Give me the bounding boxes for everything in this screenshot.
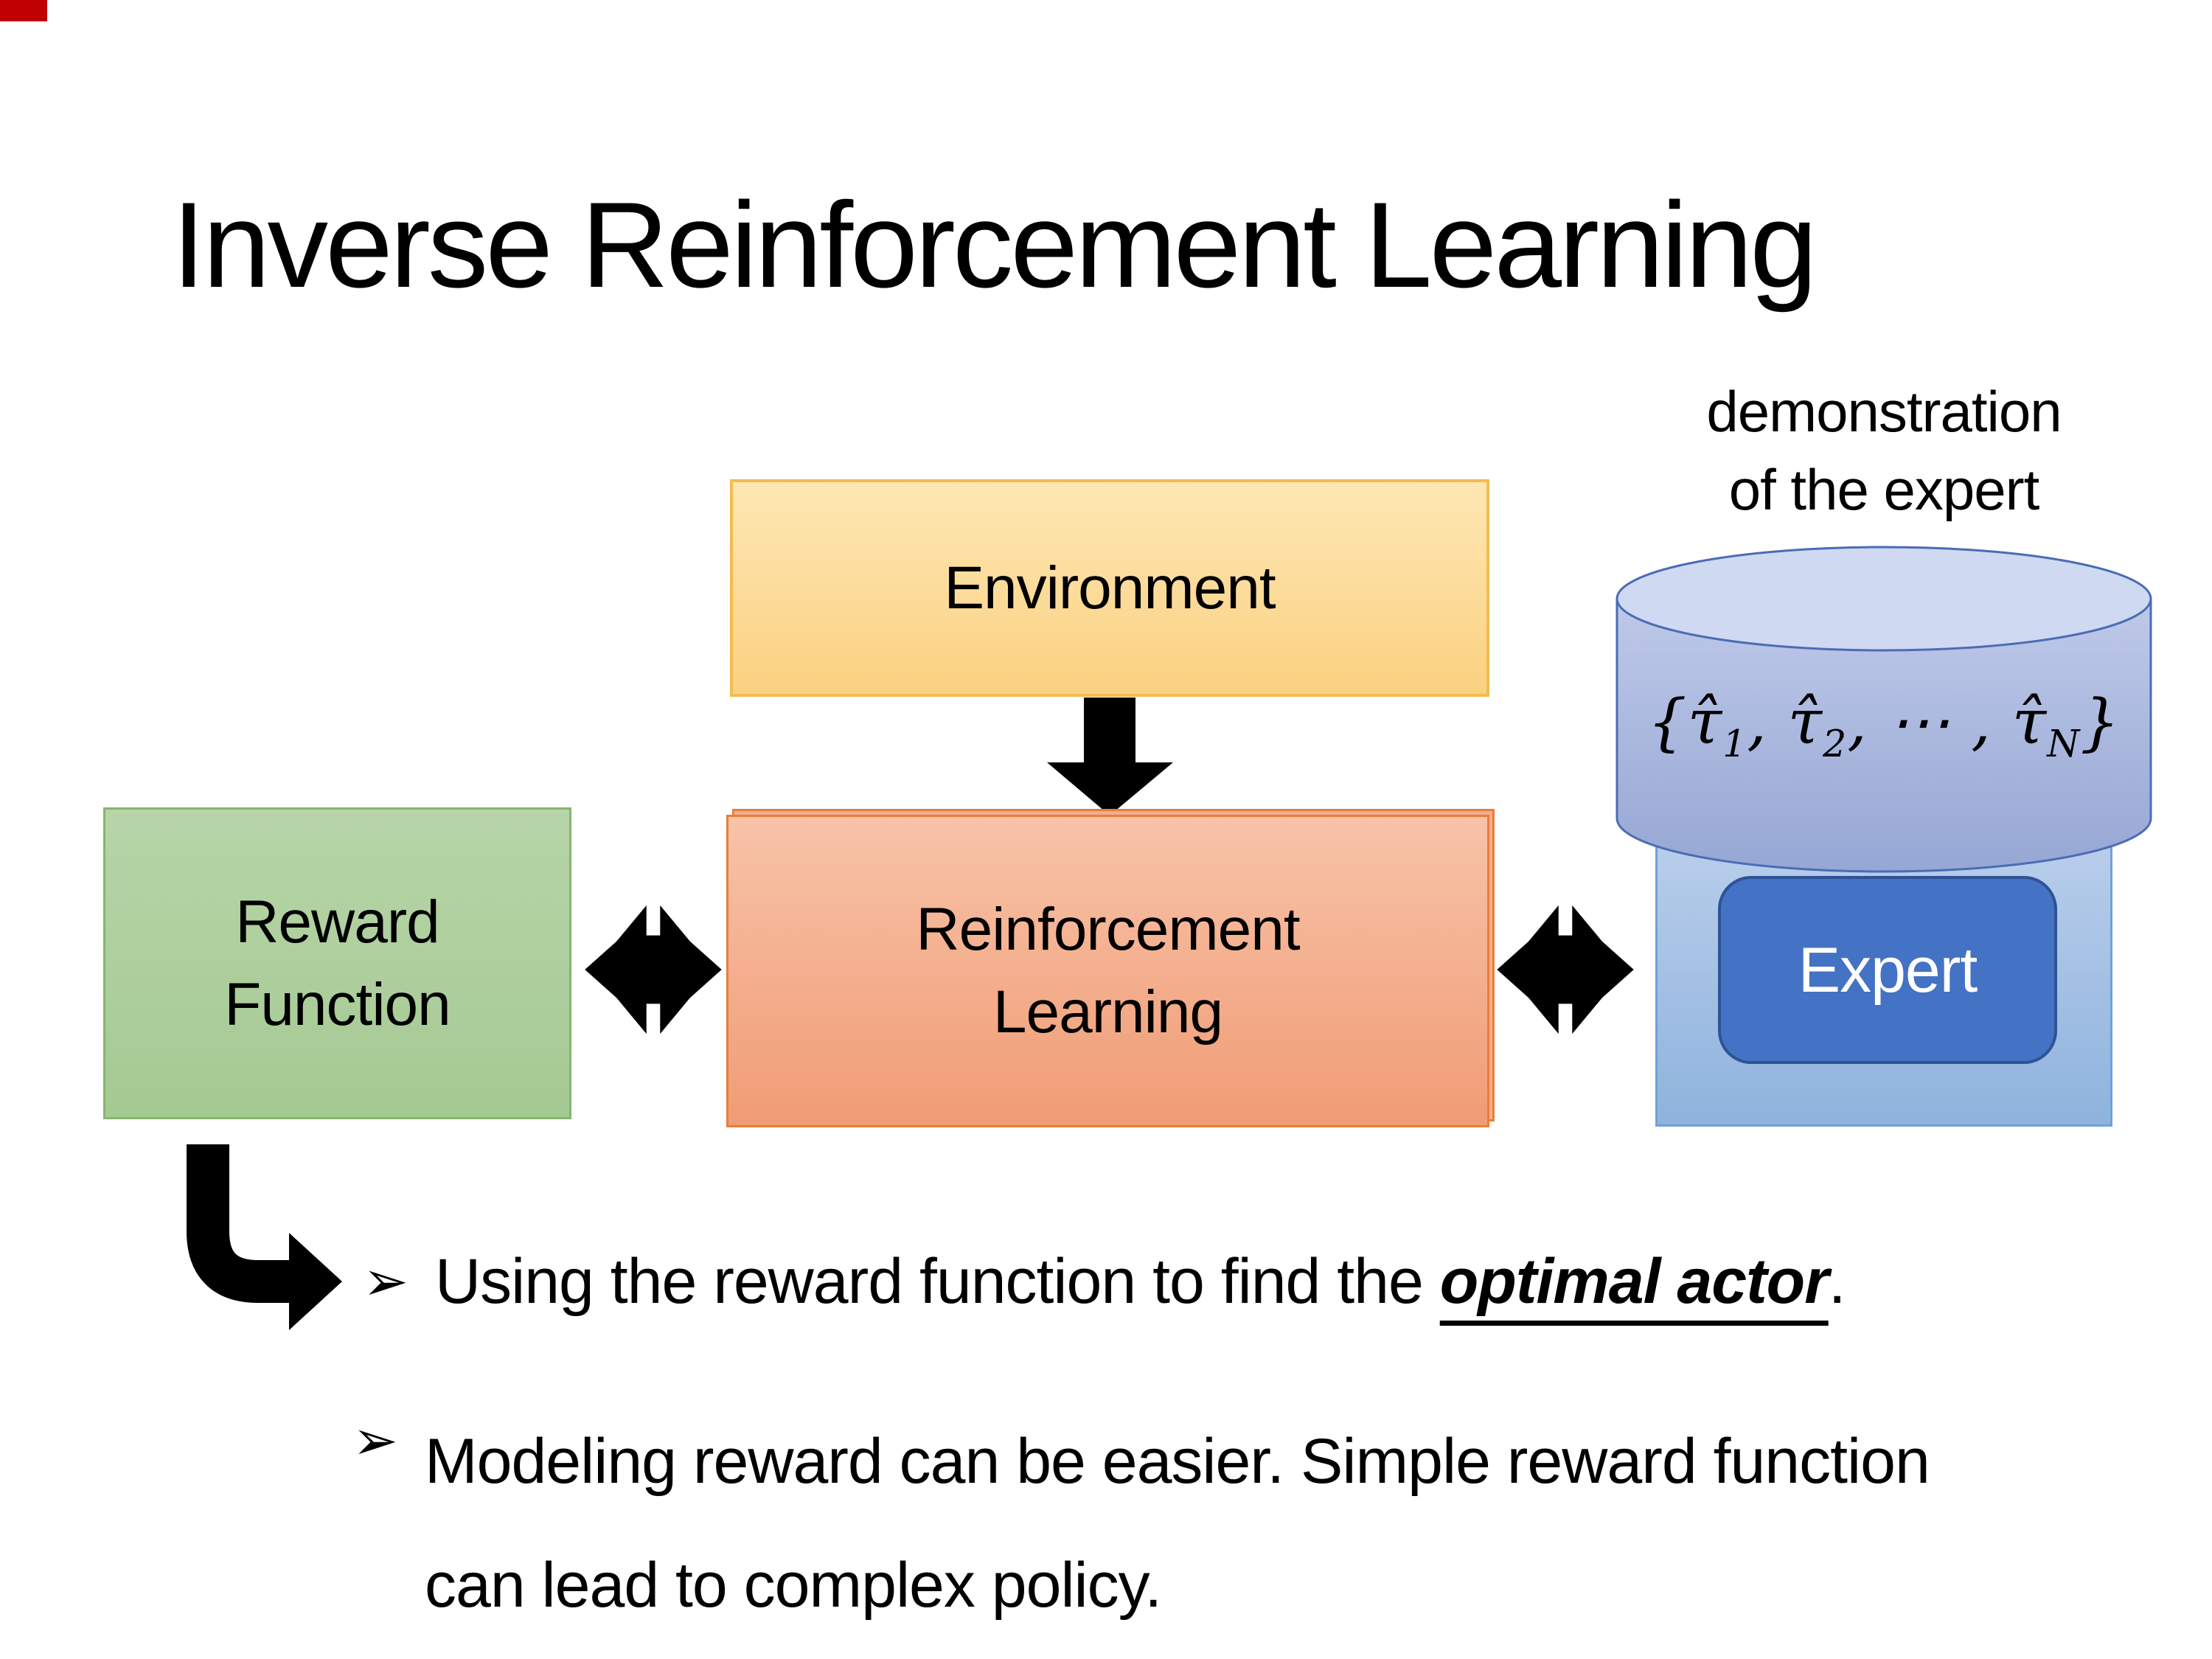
bullet-item-2: ➢ Modeling reward can be easier. Simple … bbox=[352, 1399, 2011, 1647]
down-arrow-icon bbox=[1047, 698, 1173, 815]
reward-label-line2: Function bbox=[224, 970, 451, 1038]
red-corner-mark bbox=[0, 0, 47, 21]
demonstration-label: demonstration of the expert bbox=[1600, 372, 2168, 529]
bullet-arrow-icon: ➢ bbox=[363, 1251, 408, 1312]
bullet-1-after: . bbox=[1828, 1246, 1846, 1317]
demonstration-label-line1: demonstration bbox=[1706, 379, 2062, 444]
reinforcement-learning-box: Reinforcement Learning bbox=[726, 815, 1489, 1127]
reward-label: Reward Function bbox=[224, 881, 451, 1046]
trajectory-formula: {τ̂1, τ̂2, ⋯ , τ̂N} bbox=[1647, 686, 2121, 765]
double-arrow-right-icon bbox=[1497, 905, 1634, 1034]
reward-label-line1: Reward bbox=[235, 888, 440, 956]
bullet-1-before: Using the reward function to find the bbox=[435, 1246, 1440, 1317]
bullet-1-text: Using the reward function to find the op… bbox=[435, 1240, 1846, 1323]
rl-label: Reinforcement Learning bbox=[916, 888, 1300, 1054]
expert-box: Expert bbox=[1718, 876, 2057, 1064]
reward-function-box: Reward Function bbox=[103, 807, 571, 1119]
rl-label-line2: Learning bbox=[992, 978, 1223, 1046]
demonstration-label-line2: of the expert bbox=[1728, 457, 2040, 522]
bullet-2-text: Modeling reward can be easier. Simple re… bbox=[425, 1426, 1930, 1621]
expert-label: Expert bbox=[1798, 934, 1978, 1006]
demonstration-cylinder-icon bbox=[1615, 546, 2152, 873]
environment-label: Environment bbox=[944, 554, 1276, 622]
environment-box: Environment bbox=[730, 479, 1489, 697]
bullet-item-1: ➢ Using the reward function to find the … bbox=[363, 1240, 2132, 1323]
double-arrow-left-icon bbox=[585, 905, 722, 1034]
elbow-arrow-icon bbox=[187, 1144, 342, 1330]
slide-title: Inverse Reinforcement Learning bbox=[172, 177, 1818, 313]
rl-label-line1: Reinforcement bbox=[916, 896, 1300, 963]
bullet-arrow-icon: ➢ bbox=[352, 1410, 398, 1471]
bullet-1-highlight: optimal actor bbox=[1439, 1246, 1829, 1317]
